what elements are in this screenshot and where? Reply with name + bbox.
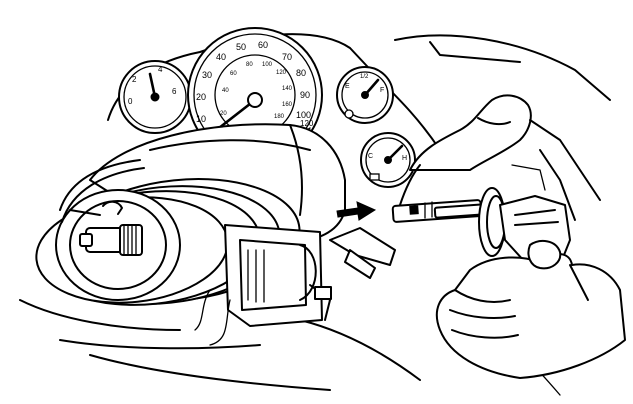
fuel-pump-icon [344, 109, 354, 119]
battery-icon [369, 173, 380, 181]
speedo-inner-160: 160 [282, 102, 293, 108]
speedo-inner-60: 60 [230, 71, 237, 77]
speedo-inner-140: 140 [282, 86, 293, 92]
temp-tick-cold: C [368, 153, 373, 160]
tachometer-gauge: 0 2 4 6 [118, 60, 192, 134]
speedo-tick-40: 40 [216, 52, 226, 62]
speedo-tick-70: 70 [282, 52, 292, 62]
speedo-tick-60: 60 [258, 40, 268, 50]
fuel-tick-full: F [380, 87, 384, 94]
tach-tick-4: 4 [158, 65, 163, 74]
speedo-inner-40: 40 [222, 88, 229, 94]
fuel-tick-empty: E [345, 83, 350, 90]
technician-hand-lower [435, 239, 626, 379]
fuel-tick-half: 1/2 [360, 74, 369, 80]
speedo-inner-20: 20 [220, 111, 227, 117]
speedo-tick-30: 30 [202, 70, 212, 80]
speedo-inner-100: 100 [262, 62, 273, 68]
technician-hand-upper [399, 94, 601, 221]
speedo-inner-120: 120 [276, 70, 287, 76]
speedo-tick-120: 120 [300, 119, 314, 128]
speedo-tick-80: 80 [296, 68, 306, 78]
tach-tick-6: 6 [172, 87, 177, 96]
speedo-inner-180: 180 [274, 114, 285, 120]
tach-tick-0: 0 [128, 97, 133, 106]
speedo-tick-90: 90 [300, 90, 310, 100]
temp-tick-hot: H [402, 155, 407, 162]
speedo-tick-20: 20 [196, 92, 206, 102]
connector [314, 286, 332, 300]
steering-column [35, 123, 346, 306]
speedo-inner-80: 80 [246, 62, 253, 68]
temperature-gauge: C H [360, 132, 416, 188]
speedo-tick-10: 10 [196, 114, 206, 124]
turn-signal-lever [329, 227, 396, 279]
thumb [527, 239, 562, 270]
lock-cylinder [391, 187, 506, 257]
speedo-tick-100: 100 [296, 110, 311, 120]
removal-direction-arrow [336, 201, 377, 221]
speedo-tick-50: 50 [236, 42, 246, 52]
fuel-gauge: E 1/2 F [336, 66, 394, 124]
tach-tick-2: 2 [132, 75, 137, 84]
ignition-switch-housing [194, 224, 332, 346]
